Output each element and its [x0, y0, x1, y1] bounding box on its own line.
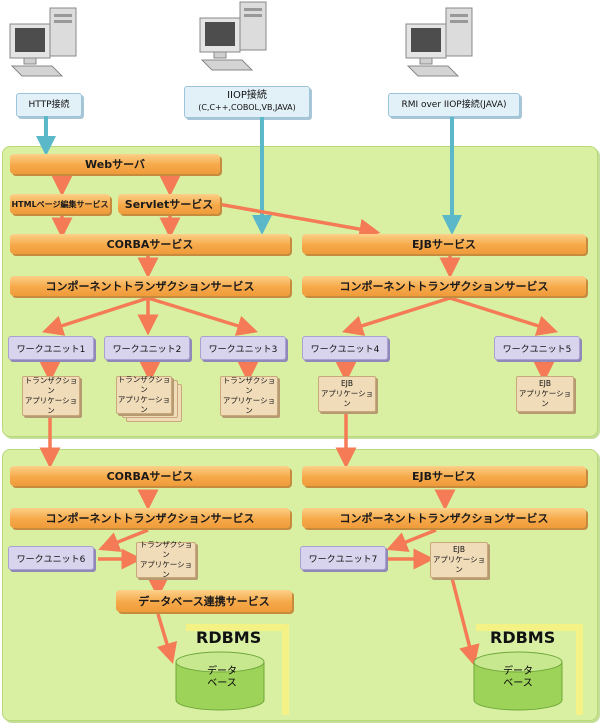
iiop-connection-label: IIOP接続 (C,C++,COBOL,VB,JAVA) — [184, 86, 310, 118]
ejb-service-label-bottom: EJBサービス — [412, 470, 476, 483]
database-label-right: データ ベース — [503, 666, 533, 689]
work-unit-7: ワークユニット7 — [300, 546, 386, 570]
work-unit-5-label: ワークユニット5 — [502, 344, 572, 355]
transaction-application-2: トランザクション アプリケーション — [116, 375, 172, 414]
database-cylinder-right — [473, 651, 563, 711]
work-unit-2: ワークユニット2 — [104, 336, 190, 360]
cts-bar-top-right: コンポーネントトランザクションサービス — [302, 276, 586, 296]
servlet-service-bar: Servletサービス — [118, 194, 220, 214]
ejb-service-bar-top: EJBサービス — [302, 234, 586, 254]
servlet-service-label: Servletサービス — [124, 198, 214, 211]
corba-service-label-bottom: CORBAサービス — [106, 470, 194, 483]
http-connection-label: HTTP接続 — [16, 93, 82, 117]
html-page-service-bar: HTMLページ編集サービス — [10, 194, 110, 214]
cts-label-top-right: コンポーネントトランザクションサービス — [339, 280, 549, 293]
html-page-service-label: HTMLページ編集サービス — [11, 199, 109, 209]
web-server-label: Webサーバ — [85, 158, 145, 171]
work-unit-1: ワークユニット1 — [8, 336, 94, 360]
ejb-service-bar-bottom: EJBサービス — [302, 466, 586, 486]
database-link-service-bar: データベース連携サービス — [116, 590, 292, 612]
ejb-service-label-top: EJBサービス — [412, 238, 476, 251]
work-unit-4: ワークユニット4 — [302, 336, 388, 360]
database-cylinder-left — [175, 651, 265, 711]
database-link-service-label: データベース連携サービス — [138, 595, 270, 608]
ejb-application-4-label: EJB アプリケーション — [320, 379, 374, 408]
work-unit-3: ワークユニット3 — [200, 336, 286, 360]
work-unit-7-label: ワークユニット7 — [308, 554, 378, 565]
ejb-application-7: EJB アプリケーション — [430, 542, 488, 578]
web-server-bar: Webサーバ — [10, 154, 220, 174]
rdbms-title-left: RDBMS — [196, 628, 262, 647]
database-label-left: データ ベース — [207, 666, 237, 689]
work-unit-4-label: ワークユニット4 — [310, 344, 380, 355]
computer-icon — [9, 7, 77, 77]
cts-label-bottom-left: コンポーネントトランザクションサービス — [45, 512, 255, 525]
rmi-iiop-connection-label: RMI over IIOP接続(JAVA) — [388, 93, 520, 117]
http-connection-text: HTTP接続 — [28, 100, 70, 110]
ejb-application-5-label: EJB アプリケーション — [518, 379, 572, 408]
rdbms-frame-left — [186, 624, 289, 715]
transaction-application-1-label: トランザクション アプリケーション — [24, 376, 78, 415]
transaction-application-3: トランザクション アプリケーション — [220, 376, 278, 416]
ejb-application-4: EJB アプリケーション — [318, 376, 376, 412]
work-unit-6-label: ワークユニット6 — [16, 554, 86, 565]
iiop-connection-text: IIOP接続 — [227, 90, 267, 101]
computer-icon — [405, 7, 473, 77]
work-unit-1-label: ワークユニット1 — [16, 344, 86, 355]
ejb-application-7-label: EJB アプリケーション — [432, 545, 486, 574]
rmi-iiop-connection-text: RMI over IIOP接続(JAVA) — [401, 100, 507, 110]
work-unit-3-label: ワークユニット3 — [208, 344, 278, 355]
client-arrows — [36, 116, 462, 235]
work-unit-5: ワークユニット5 — [494, 336, 580, 360]
rdbms-frame-right — [476, 624, 583, 715]
transaction-application-1: トランザクション アプリケーション — [22, 376, 80, 416]
cts-label-bottom-right: コンポーネントトランザクションサービス — [339, 512, 549, 525]
corba-service-bar-bottom: CORBAサービス — [10, 466, 290, 486]
rdbms-title-right: RDBMS — [490, 628, 556, 647]
corba-service-bar-top: CORBAサービス — [10, 234, 290, 254]
transaction-application-2-label: トランザクション アプリケーション — [117, 375, 171, 414]
cts-bar-bottom-right: コンポーネントトランザクションサービス — [302, 508, 586, 528]
cts-bar-bottom-left: コンポーネントトランザクションサービス — [10, 508, 290, 528]
cts-bar-top-left: コンポーネントトランザクションサービス — [10, 276, 290, 296]
work-unit-2-label: ワークユニット2 — [112, 344, 182, 355]
cts-label-top-left: コンポーネントトランザクションサービス — [45, 280, 255, 293]
work-unit-6: ワークユニット6 — [8, 546, 94, 570]
computer-icon — [199, 1, 267, 71]
ejb-application-5: EJB アプリケーション — [516, 376, 574, 412]
transaction-application-3-label: トランザクション アプリケーション — [222, 376, 276, 415]
corba-service-label-top: CORBAサービス — [106, 238, 194, 251]
iiop-languages-text: (C,C++,COBOL,VB,JAVA) — [198, 103, 296, 112]
transaction-application-6-label: トランザクション アプリケーション — [139, 540, 193, 579]
flow-arrows — [39, 175, 559, 667]
transaction-application-6: トランザクション アプリケーション — [136, 540, 196, 579]
